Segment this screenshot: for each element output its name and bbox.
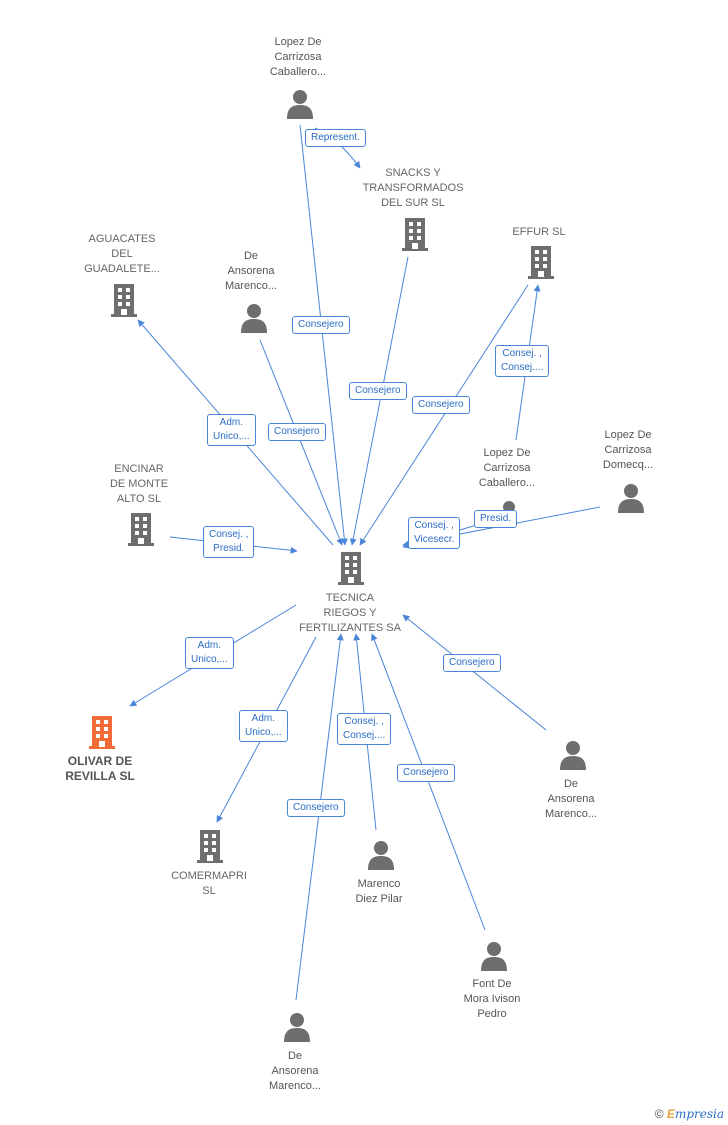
edge-consejero-ansorena2 [295,633,344,1001]
node-label-effur[interactable]: EFFUR SL [512,226,566,238]
building-icon [338,552,364,585]
node-label-encinar[interactable]: ENCINAR DE MONTE ALTO SL [109,463,169,505]
node-label-de-ansorena-2[interactable]: De Ansorena Marenco... [545,778,597,820]
edge-consejero-font [370,633,486,931]
node-label-snacks[interactable]: SNACKS Y TRANSFORMADOS DEL SUR SL [362,167,464,209]
brand-logo-letter: E [666,1107,675,1121]
edge-label-consejero-ansorena1[interactable]: Consejero [268,423,326,441]
node-label-de-ansorena-1[interactable]: De Ansorena Marenco... [225,250,277,292]
building-icon-highlight [89,716,115,749]
brand-footer[interactable]: © Empresia [655,1107,724,1121]
building-icon [528,246,554,279]
node-label-font[interactable]: Font De Mora Ivison Pedro [463,978,521,1020]
building-icon [402,218,428,251]
node-label-lopez-domecq[interactable]: Lopez De Carrizosa Domecq... [602,429,654,471]
edge-consejero-ansorena1 [259,339,343,546]
edge-label-adm-olivar[interactable]: Adm. Unico,... [185,637,234,669]
node-label-olivar[interactable]: OLIVAR DE REVILLA SL [65,754,135,783]
person-icon [560,741,586,770]
edge-label-consej-effur[interactable]: Consej. , Consej.... [495,345,550,377]
node-label-marenco[interactable]: Marenco Diez Pilar [355,878,403,905]
person-icon [241,304,267,333]
edge-label-consej-marenco[interactable]: Consej. , Consej.... [337,713,392,745]
node-label-comermapri[interactable]: COMERMAPRI SL [171,870,247,897]
edge-label-represent[interactable]: Represent. [305,129,366,147]
person-icon [368,841,394,870]
edge-label-presid-domecq[interactable]: Presid. [474,510,518,528]
node-label-lopez-top[interactable]: Lopez De Carrizosa Caballero... [269,36,327,78]
edge-label-consejero-font[interactable]: Consejero [397,764,455,782]
edge-consejero-effur [359,284,529,546]
copyright-symbol: © [654,1107,664,1121]
edge-label-consej-encinar[interactable]: Consej. , Presid. [203,526,255,558]
edge-consejero-ansorena3 [402,614,547,731]
edge-label-consejero-lopez[interactable]: Consejero [292,316,350,334]
edge-label-consejero-effur[interactable]: Consejero [412,396,470,414]
edge-label-consejero-ansorena3[interactable]: Consejero [443,654,501,672]
node-label-aguacates[interactable]: AGUACATES DEL GUADALETE... [84,233,160,275]
node-label-lopez-mid[interactable]: Lopez De Carrizosa Caballero... [478,447,536,489]
edge-consejero-lopez [299,124,348,546]
node-label-de-ansorena-3[interactable]: De Ansorena Marenco... [269,1050,321,1092]
edge-label-consejero-snacks[interactable]: Consejero [349,382,407,400]
edge-label-adm-comermapri[interactable]: Adm. Unico,... [239,710,288,742]
edge-label-adm-aguacates[interactable]: Adm. Unico,... [207,414,256,446]
person-icon [287,90,313,119]
building-icon [128,513,154,546]
person-icon [284,1013,310,1042]
brand-name: mpresia [674,1107,724,1121]
building-icon [197,830,223,863]
person-icon [618,484,644,513]
person-icon [481,942,507,971]
building-icon [111,284,137,317]
edge-label-consejero-ansorena2[interactable]: Consejero [287,799,345,817]
edge-label-consej-vicesecr[interactable]: Consej. , Vicesecr. [408,517,461,549]
node-label-tecnica[interactable]: TECNICA RIEGOS Y FERTILIZANTES SA [299,592,401,634]
edge-consejero-snacks [349,256,409,546]
